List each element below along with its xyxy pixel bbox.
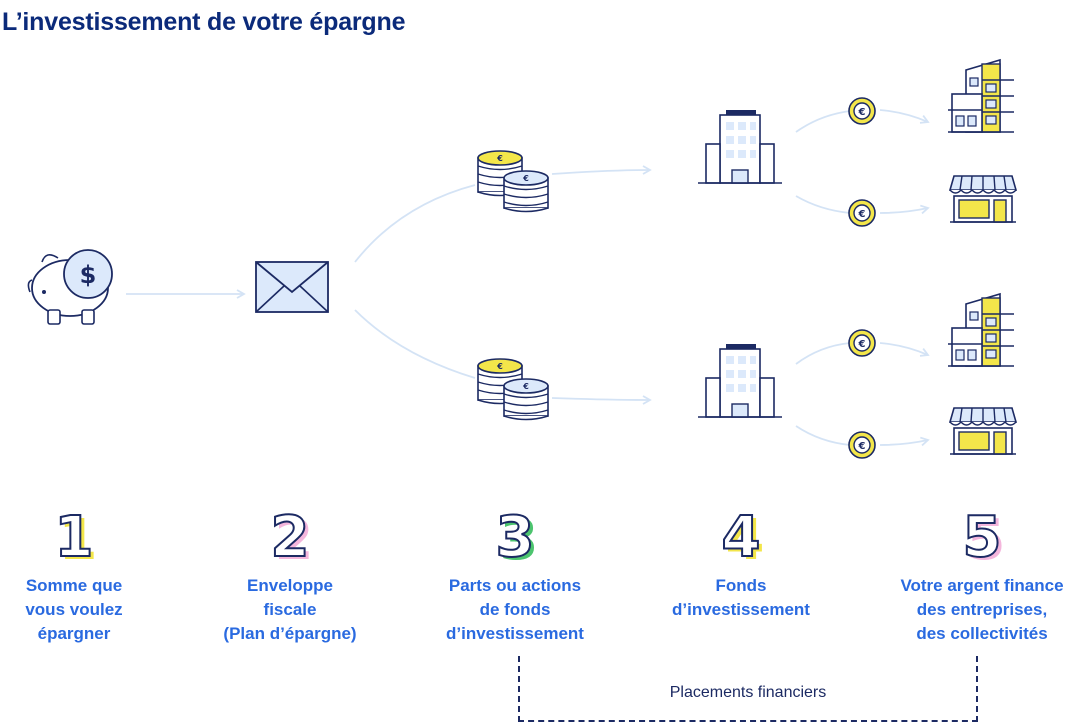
- page-title: L’investissement de votre épargne: [2, 8, 406, 36]
- flow-arrows: [126, 109, 930, 447]
- flow-diagram: € € €: [27, 59, 1017, 459]
- apartment-building-icon: [947, 59, 1015, 133]
- step-4: 4 Fonds d’investissement: [641, 505, 841, 622]
- euro-coin-icon: [848, 329, 876, 357]
- step-label: Fonds d’investissement: [672, 576, 810, 619]
- step-number: 4: [721, 505, 762, 570]
- financial-investments-bracket: [518, 656, 978, 722]
- step-number: 2: [270, 505, 311, 570]
- apartment-building-icon: [947, 293, 1015, 367]
- shop-icon: [949, 175, 1017, 223]
- step-3: 3 Parts ou actions de fonds d’investisse…: [415, 505, 615, 646]
- svg-text:$: $: [80, 261, 97, 289]
- step-5: 5 Votre argent finance des entreprises, …: [882, 505, 1082, 646]
- step-number: 5: [962, 505, 1003, 570]
- euro-coin-icon: [848, 97, 876, 125]
- euro-coin-icon: [848, 431, 876, 459]
- shop-icon: [949, 407, 1017, 455]
- office-building-icon: [697, 343, 783, 418]
- step-number: 3: [495, 505, 536, 570]
- step-label: Enveloppe fiscale (Plan d’épargne): [223, 576, 357, 643]
- step-label: Votre argent finance des entreprises, de…: [900, 576, 1064, 643]
- coin-stack-euro-icon: [477, 150, 549, 213]
- step-2: 2 Enveloppe fiscale (Plan d’épargne): [190, 505, 390, 646]
- office-building-icon: [697, 109, 783, 184]
- piggy-bank-dollar-icon: $: [27, 249, 113, 325]
- step-label: Somme que vous voulez épargner: [25, 576, 123, 643]
- step-1: 1 Somme que vous voulez épargner: [0, 505, 174, 646]
- step-number: 1: [54, 505, 95, 570]
- step-label: Parts ou actions de fonds d’investisseme…: [446, 576, 584, 643]
- coin-stack-euro-icon: [477, 358, 549, 421]
- euro-coin-icon: [848, 199, 876, 227]
- envelope-icon: [255, 261, 329, 313]
- bracket-label: Placements financiers: [669, 684, 827, 701]
